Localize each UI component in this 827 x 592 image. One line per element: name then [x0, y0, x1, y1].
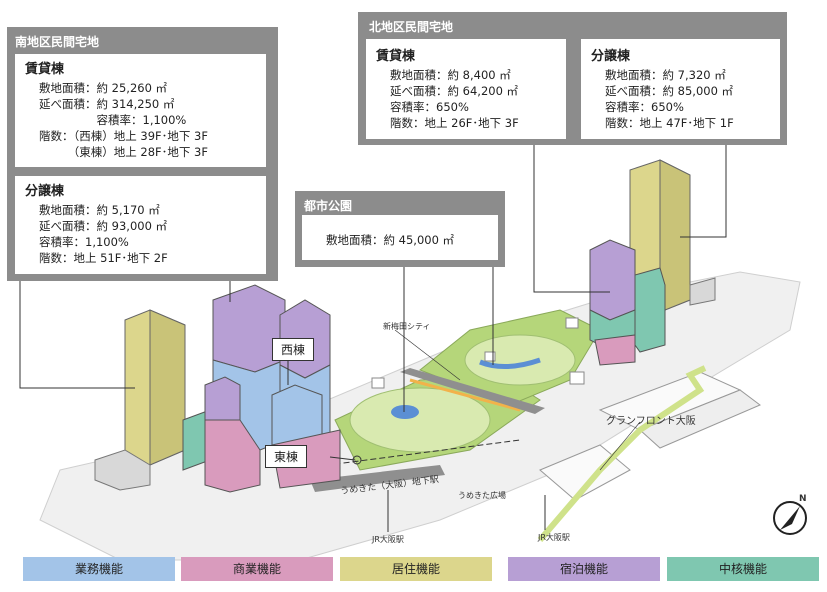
south-low-block — [94, 449, 151, 491]
north-condo-heading: 分譲棟 — [591, 49, 631, 64]
park-house-1 — [371, 377, 385, 389]
legend-label: 居住機能 — [391, 562, 440, 576]
north-rental-line: 階数：地上 26F･地下 3F — [390, 116, 519, 130]
north-hotel-annex — [634, 267, 666, 353]
leader-east — [329, 456, 356, 461]
legend-core: 中核機能 — [667, 557, 819, 581]
leader-south-condo — [19, 280, 135, 389]
compass-arrow — [780, 506, 800, 530]
legend-label: 業務機能 — [74, 562, 123, 576]
legend-label: 中核機能 — [718, 562, 767, 576]
south-condo-line: 容積率：1,100% — [39, 235, 129, 249]
south-rental-card: 賃貸棟 敷地面積：約 25,260 ㎡ 延べ面積：約 314,250 ㎡ 容積率… — [15, 54, 266, 167]
north-rental-heading: 賃貸棟 — [376, 49, 416, 64]
south-condo-line: 延べ面積：約 93,000 ㎡ — [39, 219, 168, 233]
south-condo-line: 敷地面積：約 5,170 ㎡ — [39, 203, 160, 217]
north-condo-line: 階数：地上 47F･地下 1F — [605, 116, 734, 130]
south-rental-line: 敷地面積：約 25,260 ㎡ — [39, 81, 168, 95]
leader-north-rental — [533, 141, 610, 293]
bridge — [400, 368, 545, 414]
park-house-4 — [484, 351, 496, 362]
umekita-plaza-label: うめきた広場 — [458, 491, 506, 500]
south-panel-title: 南地区民間宅地 — [15, 35, 100, 49]
south-rental-line: 容積率：1,100% — [39, 113, 187, 127]
pond-south — [391, 405, 419, 419]
grand-front-block-2 — [639, 389, 761, 449]
north-rental-line: 延べ面積：約 64,200 ㎡ — [390, 84, 519, 98]
park-panel-title: 都市公園 — [304, 199, 353, 213]
jr-osaka-label-2: JR大阪駅 — [538, 533, 570, 542]
north-condo-card: 分譲棟 敷地面積：約 7,320 ㎡ 延べ面積：約 85,000 ㎡ 容積率：6… — [581, 39, 780, 139]
east-marker — [352, 455, 362, 465]
legend-commercial: 商業機能 — [181, 557, 333, 581]
east-tower-tag: 東棟 — [265, 445, 308, 468]
rail-line — [310, 465, 445, 492]
park-house-3 — [569, 371, 585, 385]
south-rental-line: 階数：（西棟）地上 39F･地下 3F — [39, 129, 208, 143]
north-low-block — [689, 277, 716, 306]
south-rental-heading: 賃貸棟 — [25, 62, 65, 77]
south-condo-card: 分譲棟 敷地面積：約 5,170 ㎡ 延べ面積：約 93,000 ㎡ 容積率：1… — [15, 176, 266, 274]
orange-path — [409, 378, 521, 412]
legend-hotel: 宿泊機能 — [508, 557, 660, 581]
north-panel-title: 北地区民間宅地 — [369, 20, 454, 34]
north-rental-tower-upper — [589, 239, 636, 321]
leader-shin-umeda — [394, 329, 461, 381]
park-lawn-south — [349, 387, 491, 453]
legend-business: 業務機能 — [23, 557, 175, 581]
park-house-2 — [565, 317, 579, 329]
south-rental-line: 延べ面積：約 314,250 ㎡ — [39, 97, 175, 111]
legend-label: 宿泊機能 — [559, 562, 608, 576]
north-mark: N — [799, 494, 807, 504]
north-commercial-base — [594, 334, 636, 366]
south-condo-line: 階数：地上 51F･地下 2F — [39, 251, 168, 265]
south-rental-line: （東棟）地上 28F･地下 3F — [39, 145, 208, 159]
leader-north-condo — [680, 141, 727, 238]
north-condo-line: 容積率：650% — [605, 100, 684, 114]
walkway — [537, 365, 707, 542]
grand-front-label: グランフロント大阪 — [606, 416, 696, 427]
north-rental-line: 容積率：650% — [390, 100, 469, 114]
south-commercial-base — [204, 419, 261, 493]
shin-umeda-label: 新梅田シティ — [383, 322, 431, 331]
leader-grand-front — [599, 421, 641, 471]
north-condo-line: 延べ面積：約 85,000 ㎡ — [605, 84, 734, 98]
north-condo-line: 敷地面積：約 7,320 ㎡ — [605, 68, 726, 82]
pond-north — [479, 357, 541, 369]
west-tower-tag: 西棟 — [272, 338, 315, 361]
north-rental-card: 賃貸棟 敷地面積：約 8,400 ㎡ 延べ面積：約 64,200 ㎡ 容積率：6… — [366, 39, 566, 139]
legend-label: 商業機能 — [232, 562, 281, 576]
park-line: 敷地面積：約 45,000 ㎡ — [326, 233, 455, 247]
south-condo-heading: 分譲棟 — [25, 184, 65, 199]
north-rental-line: 敷地面積：約 8,400 ㎡ — [390, 68, 511, 82]
park-card: 敷地面積：約 45,000 ㎡ — [302, 215, 498, 260]
legend-residential: 居住機能 — [340, 557, 492, 581]
south-condo-tower-side — [149, 309, 186, 466]
jr-osaka-label-1: JR大阪駅 — [372, 535, 404, 544]
